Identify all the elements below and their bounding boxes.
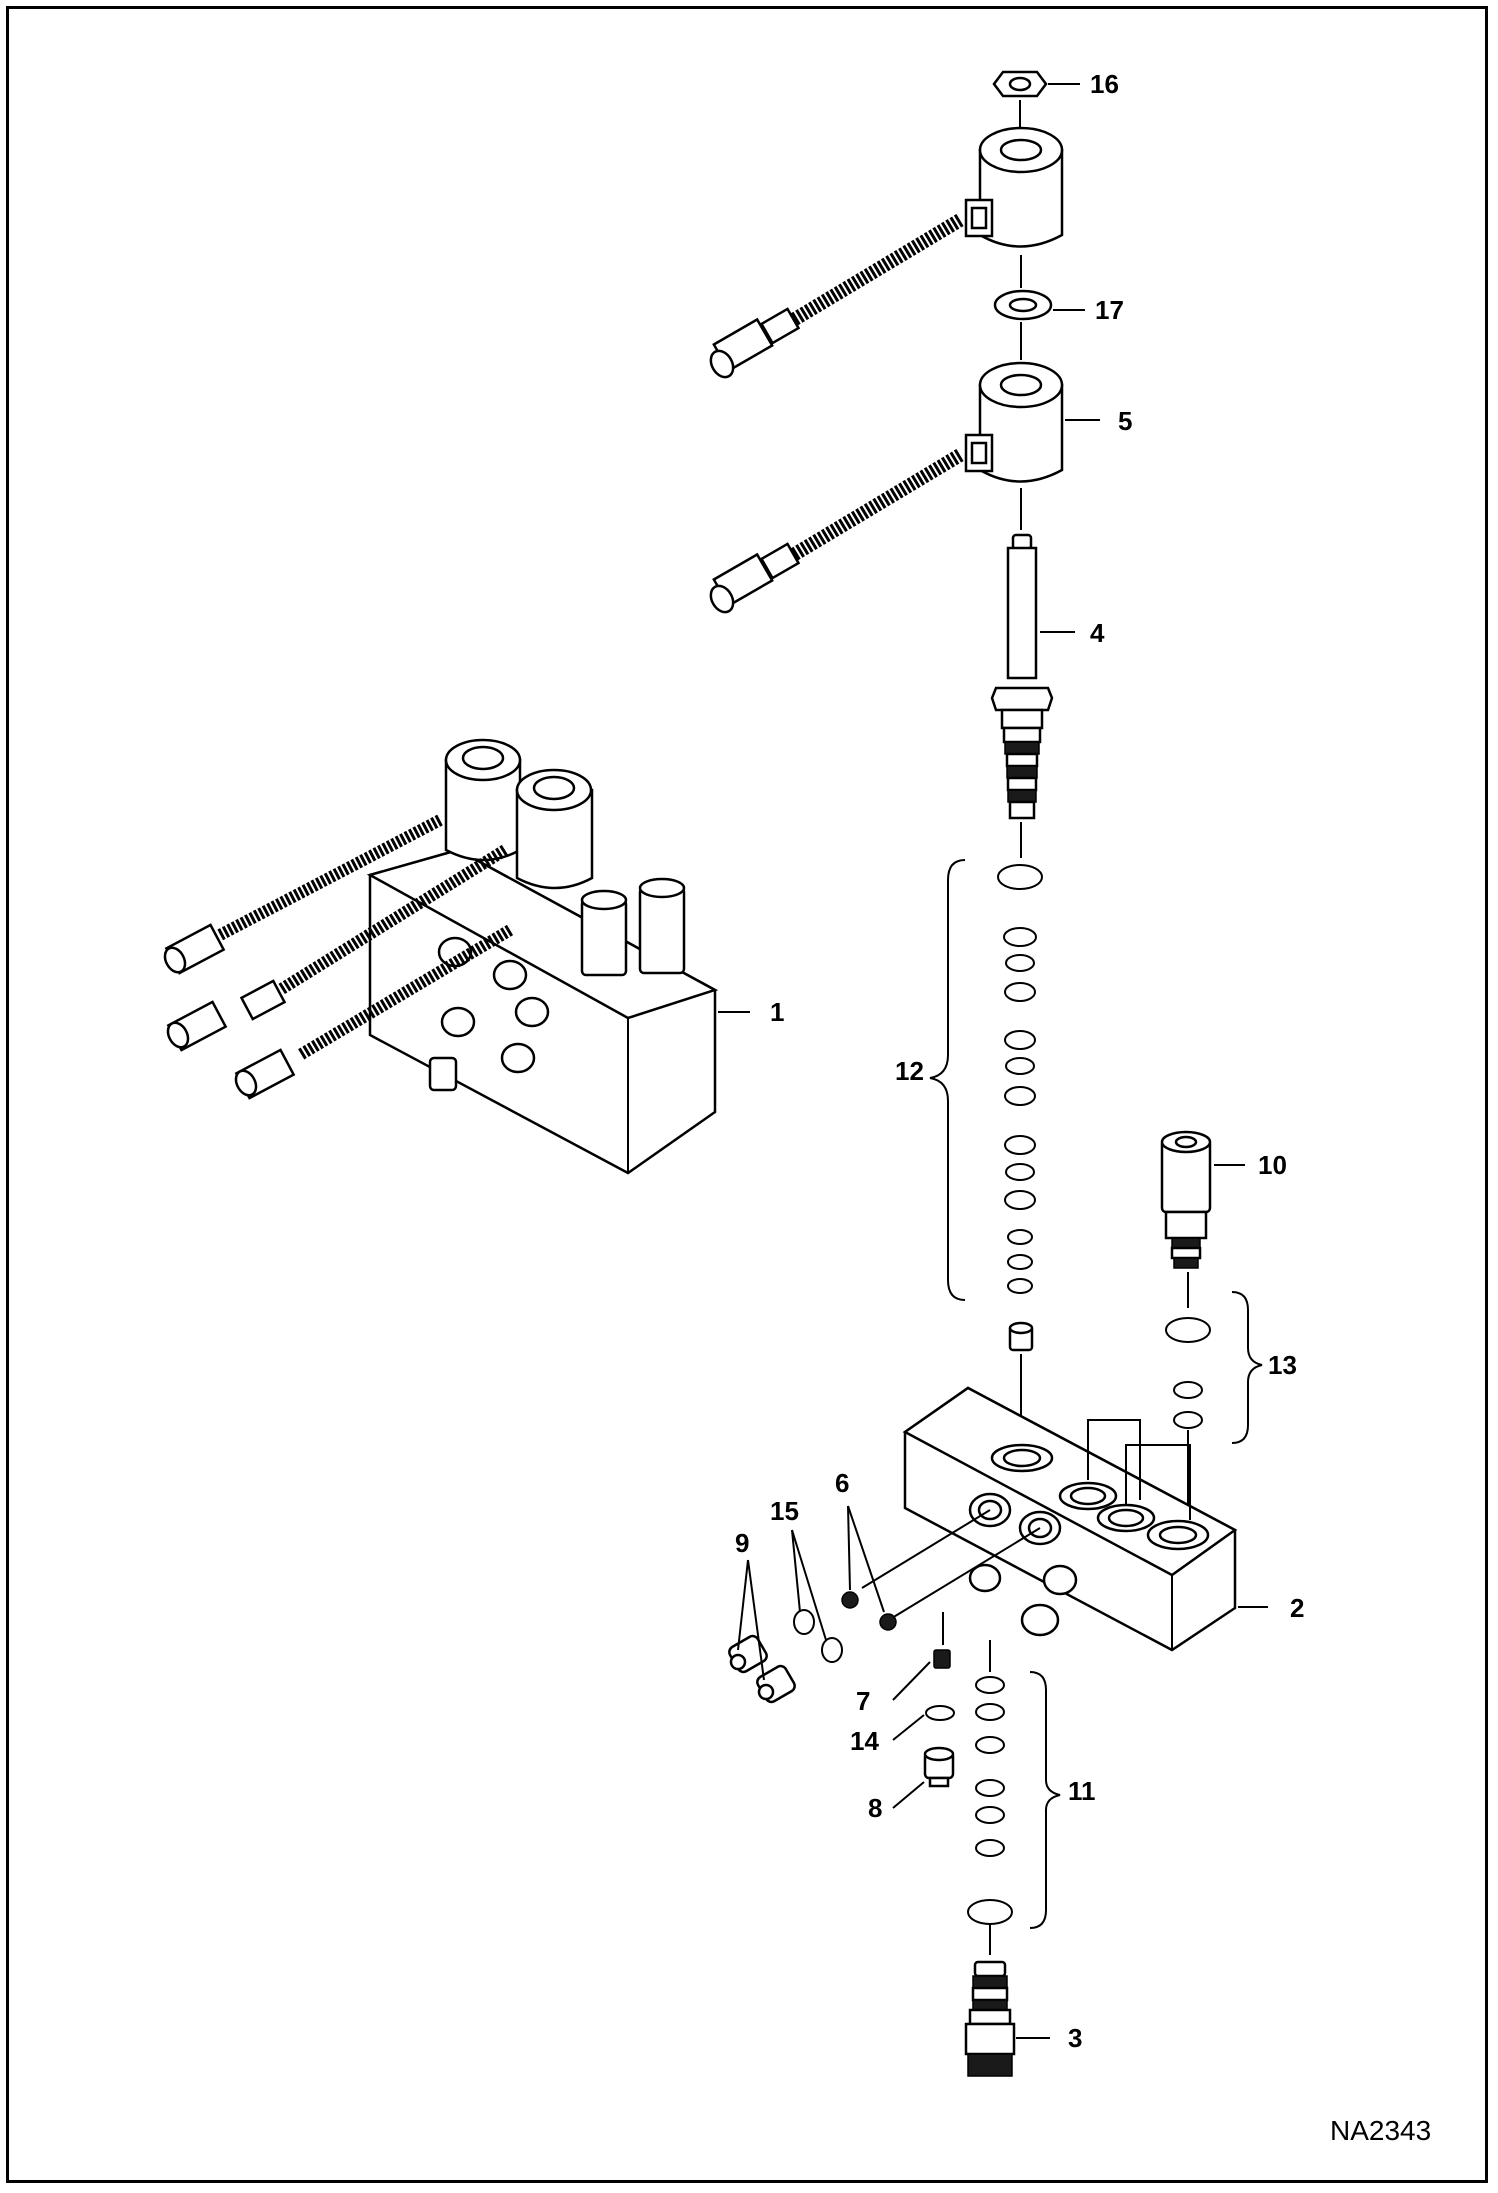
part-nut <box>992 70 1048 98</box>
part-check-valve <box>964 1960 1016 2077</box>
callout-15: 15 <box>770 1496 799 1526</box>
part-valve-body <box>902 1386 1238 1652</box>
part-washer <box>993 289 1053 321</box>
callout-8: 8 <box>868 1793 882 1823</box>
part-seal-kit-upper <box>997 864 1043 1352</box>
callout-4: 4 <box>1090 618 1105 648</box>
part-seal-kit-lower <box>967 1676 1013 1925</box>
callout-5: 5 <box>1118 406 1132 436</box>
part-solenoid-coil-upper <box>709 126 1064 379</box>
callout-6: 6 <box>835 1468 849 1498</box>
callout-7: 7 <box>856 1686 870 1716</box>
callout-14: 14 <box>850 1726 879 1756</box>
callout-12: 12 <box>895 1056 924 1086</box>
callout-11: 11 <box>1068 1776 1096 1806</box>
part-solenoid-coil <box>709 361 1064 614</box>
callout-16: 16 <box>1090 69 1119 99</box>
callout-2: 2 <box>1290 1593 1304 1623</box>
part-plug <box>923 1746 955 1788</box>
part-relief-valve <box>1160 1130 1212 1269</box>
callout-10: 10 <box>1258 1150 1287 1180</box>
leader-lines <box>718 83 1268 2039</box>
drawing-code: NA2343 <box>1330 2115 1431 2146</box>
callout-1: 1 <box>770 997 784 1027</box>
diagram-border <box>6 6 1488 2183</box>
part-o-ring-small <box>925 1705 955 1721</box>
callout-9: 9 <box>735 1528 749 1558</box>
part-valve-assembly <box>163 738 719 1175</box>
part-valve-cartridge <box>990 533 1054 820</box>
part-orifice-plugs <box>841 1591 897 1631</box>
part-o-rings-ports <box>793 1609 843 1663</box>
part-orifice <box>933 1649 951 1669</box>
callout-17: 17 <box>1095 295 1124 325</box>
part-seal-kit-relief <box>1165 1317 1211 1429</box>
callout-13: 13 <box>1268 1350 1297 1380</box>
callout-3: 3 <box>1068 2023 1082 2053</box>
